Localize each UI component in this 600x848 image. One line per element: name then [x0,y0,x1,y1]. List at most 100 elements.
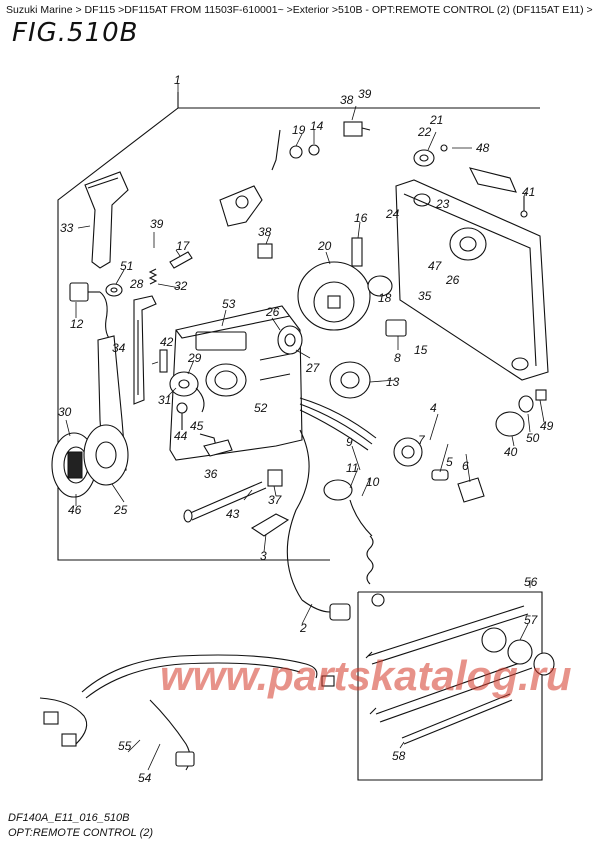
callout-35: 35 [418,289,432,303]
callout-52: 52 [254,401,268,415]
pin-17 [169,251,193,269]
callout-45: 45 [190,419,204,433]
bracket-upper [219,185,263,227]
retainer-36 [203,439,233,457]
callout-37: 37 [268,493,283,507]
harness-54 [39,654,335,771]
callout-30: 30 [58,405,72,419]
callout-8: 8 [394,351,401,365]
callout-10: 10 [366,475,380,489]
callout-26a: 26 [265,305,280,319]
callout-58: 58 [392,749,406,763]
callout-46: 46 [68,503,82,517]
bracket-38-lower [257,243,273,259]
bracket-38-upper [343,121,371,137]
callout-31: 31 [158,393,171,407]
spring-32 [148,268,158,285]
harness-2 [286,429,351,621]
callout-9: 9 [346,435,353,449]
washer-40 [495,411,525,437]
washer-50 [518,395,534,413]
callout-41: 41 [522,185,535,199]
callout-49: 49 [540,419,554,433]
callout-12: 12 [70,317,84,331]
side-cover [395,179,549,381]
callout-44: 44 [174,429,188,443]
callout-36: 36 [204,467,218,481]
callout-51: 51 [120,259,133,273]
switch-8 [385,319,407,337]
callout-24: 24 [385,207,400,221]
screw-44 [176,402,188,430]
callout-17: 17 [176,239,191,253]
callout-53: 53 [222,297,236,311]
drawing-code: DF140A_E11_016_510B [8,812,130,824]
nut-49 [535,389,547,401]
plate-3 [250,513,290,537]
callout-43: 43 [226,507,240,521]
callout-50: 50 [526,431,540,445]
watermark: www.partskatalog.ru [160,652,572,699]
callout-28: 28 [129,277,144,291]
callout-27: 27 [305,361,321,375]
callout-40: 40 [504,445,518,459]
cam-disk-20 [297,261,371,331]
lever-handle [84,171,129,269]
callout-33: 33 [60,221,74,235]
callout-48: 48 [476,141,490,155]
callout-19: 19 [292,123,306,137]
callout-1: 1 [174,73,181,87]
callout-6: 6 [462,459,469,473]
assembly-boundary [57,92,540,561]
wiring-9-11 [299,397,385,607]
callout-11: 11 [346,461,358,475]
leader-lines [65,84,545,771]
spacer-37 [267,469,283,487]
callout-18: 18 [378,291,392,305]
callout-38a: 38 [340,93,354,107]
callout-25: 25 [113,503,128,517]
screw-41 [520,196,528,218]
control-arm [51,335,129,498]
callout-13: 13 [386,375,400,389]
callout-3: 3 [260,549,267,563]
ring-27 [277,325,303,355]
callout-39a: 39 [358,87,372,101]
callout-2: 2 [299,621,307,635]
callout-29: 29 [187,351,202,365]
callout-38b: 38 [258,225,272,239]
breadcrumb[interactable]: Suzuki Marine > DF115 >DF115AT FROM 1150… [6,4,593,16]
callout-15: 15 [414,343,428,357]
callout-34: 34 [112,341,126,355]
callout-57: 57 [524,613,539,627]
callout-47: 47 [428,259,443,273]
washer-51 [105,283,123,297]
callout-55: 55 [118,739,132,753]
callout-21: 21 [429,113,443,127]
callout-16: 16 [354,211,368,225]
shift-cam-16 [351,237,393,297]
callout-4: 4 [430,401,437,415]
callout-labels: 1 2 3 4 5 6 7 8 9 10 11 12 13 14 15 16 1… [58,73,554,785]
callout-54: 54 [138,771,152,785]
callout-14: 14 [310,119,324,133]
neutral-switch [69,282,113,343]
stopper-parts [413,144,517,193]
figure-caption: OPT:REMOTE CONTROL (2) [8,827,154,839]
key-switch [393,437,485,503]
callout-7: 7 [418,433,426,447]
bolt-42 [159,349,168,373]
buzzer-13 [329,361,371,399]
lever-19 [271,129,320,171]
callout-39b: 39 [150,217,164,231]
callout-42: 42 [160,335,174,349]
callout-5: 5 [446,455,453,469]
figure-title: FIG.510B [12,18,139,48]
callout-26b: 26 [445,273,460,287]
long-bolt-43 [183,481,267,523]
callout-22: 22 [417,125,432,139]
detent-gear [169,371,205,413]
callout-32: 32 [174,279,188,293]
callout-20: 20 [317,239,332,253]
